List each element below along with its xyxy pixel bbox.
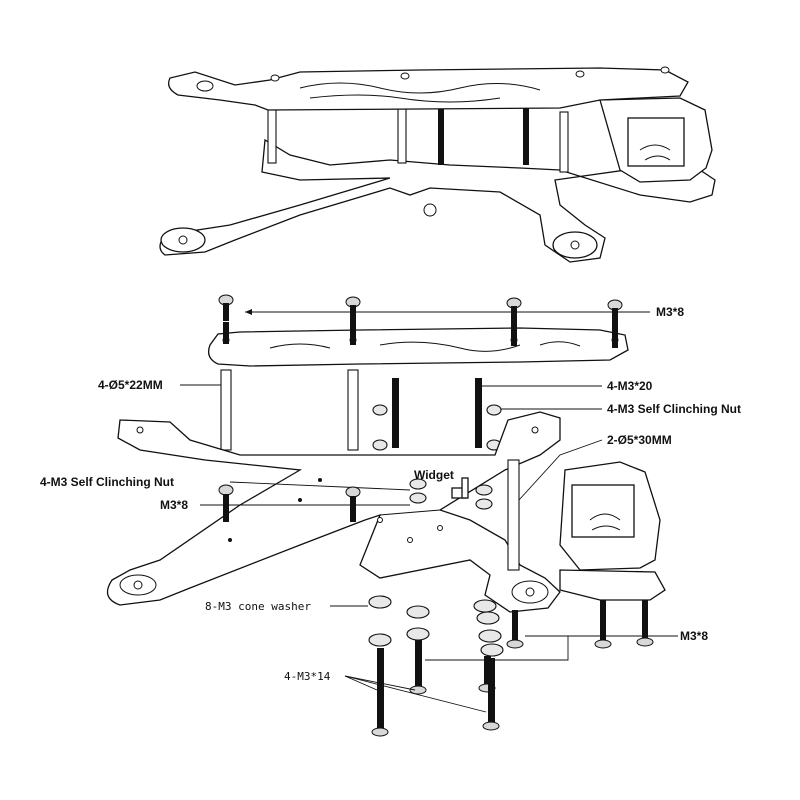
standoffs-22mm: [220, 369, 359, 451]
m3x20-bolts: [392, 378, 482, 448]
label-m3x20: 4-M3*20: [607, 379, 653, 393]
standoff-22-1: [220, 369, 232, 451]
top-plate-hole: [196, 80, 214, 92]
assembled-bolt-2: [523, 105, 529, 165]
cone-washer-8: [480, 643, 504, 657]
exploded-bottom-plate: [106, 411, 561, 613]
label-bottom-m3x8: M3*8: [680, 629, 708, 643]
cone-washer-5: [406, 627, 430, 641]
top-screw-2: [345, 296, 361, 323]
camera-cage-base: [559, 569, 666, 601]
bottom-screw-3: [636, 600, 654, 647]
label-clinch-nut-right: 4-M3 Self Clinching Nut: [607, 402, 741, 416]
assembled-bolt-1: [438, 105, 444, 165]
cone-washer-7: [478, 629, 502, 643]
standoff-30-1: [507, 459, 520, 571]
cone-washer-2: [406, 605, 430, 619]
camera-mount: [627, 117, 685, 167]
label-left-m3x8: M3*8: [160, 498, 188, 512]
top-screw-3: [506, 297, 522, 324]
exploded-top-plate: [207, 327, 629, 367]
top-screws: [218, 294, 623, 326]
bottom-m3x8-screws: [506, 600, 654, 649]
cone-washer-4: [368, 633, 392, 647]
m3x20-bolt-2: [475, 378, 482, 448]
label-widget: Widget: [414, 468, 454, 482]
left-m3x8-screws: [218, 484, 361, 522]
bottom-screw-1: [506, 610, 524, 649]
left-screw-1: [218, 484, 234, 522]
top-screw-1: [218, 294, 234, 321]
top-screw-4: [607, 299, 623, 326]
bottom-screw-2: [594, 600, 612, 649]
m3x14-bolts: [371, 640, 500, 737]
assembled-frame-view: [159, 66, 716, 263]
cone-washers: [368, 595, 504, 657]
label-cone-washer: 8-M3 cone washer: [205, 600, 311, 613]
clinch-nuts-lower: [409, 478, 493, 510]
label-top-m3x8: M3*8: [656, 305, 684, 319]
m3x14-bolt-1: [377, 648, 384, 730]
cone-washer-6: [476, 611, 500, 625]
assembled-standoff-1: [267, 107, 277, 164]
m3x20-bolt-1: [392, 378, 399, 448]
left-screw-2: [345, 486, 361, 522]
cone-washer-1: [368, 595, 392, 609]
m3x14-bolt-4: [488, 658, 495, 724]
cone-washer-3: [473, 599, 497, 613]
exploded-frame-view: M3*8 4-Ø5*22MM 4-M3*20: [40, 294, 741, 737]
standoff-22-2: [347, 369, 359, 451]
assembled-standoff-2: [397, 107, 407, 164]
label-standoff-22: 4-Ø5*22MM: [98, 378, 163, 392]
m3x14-bolt-3: [484, 656, 491, 686]
assembled-top-plate: [167, 67, 689, 111]
label-standoff-30: 2-Ø5*30MM: [607, 433, 672, 447]
center-hole: [423, 203, 437, 217]
m3x14-bolt-2: [415, 640, 422, 688]
exploded-camera-mount: [571, 484, 635, 538]
label-clinch-nut-left: 4-M3 Self Clinching Nut: [40, 475, 174, 489]
widget-part: [451, 477, 469, 499]
standoffs-30mm: [507, 459, 520, 571]
assembled-standoff-3: [559, 111, 569, 173]
label-m3x14: 4-M3*14: [284, 670, 331, 683]
